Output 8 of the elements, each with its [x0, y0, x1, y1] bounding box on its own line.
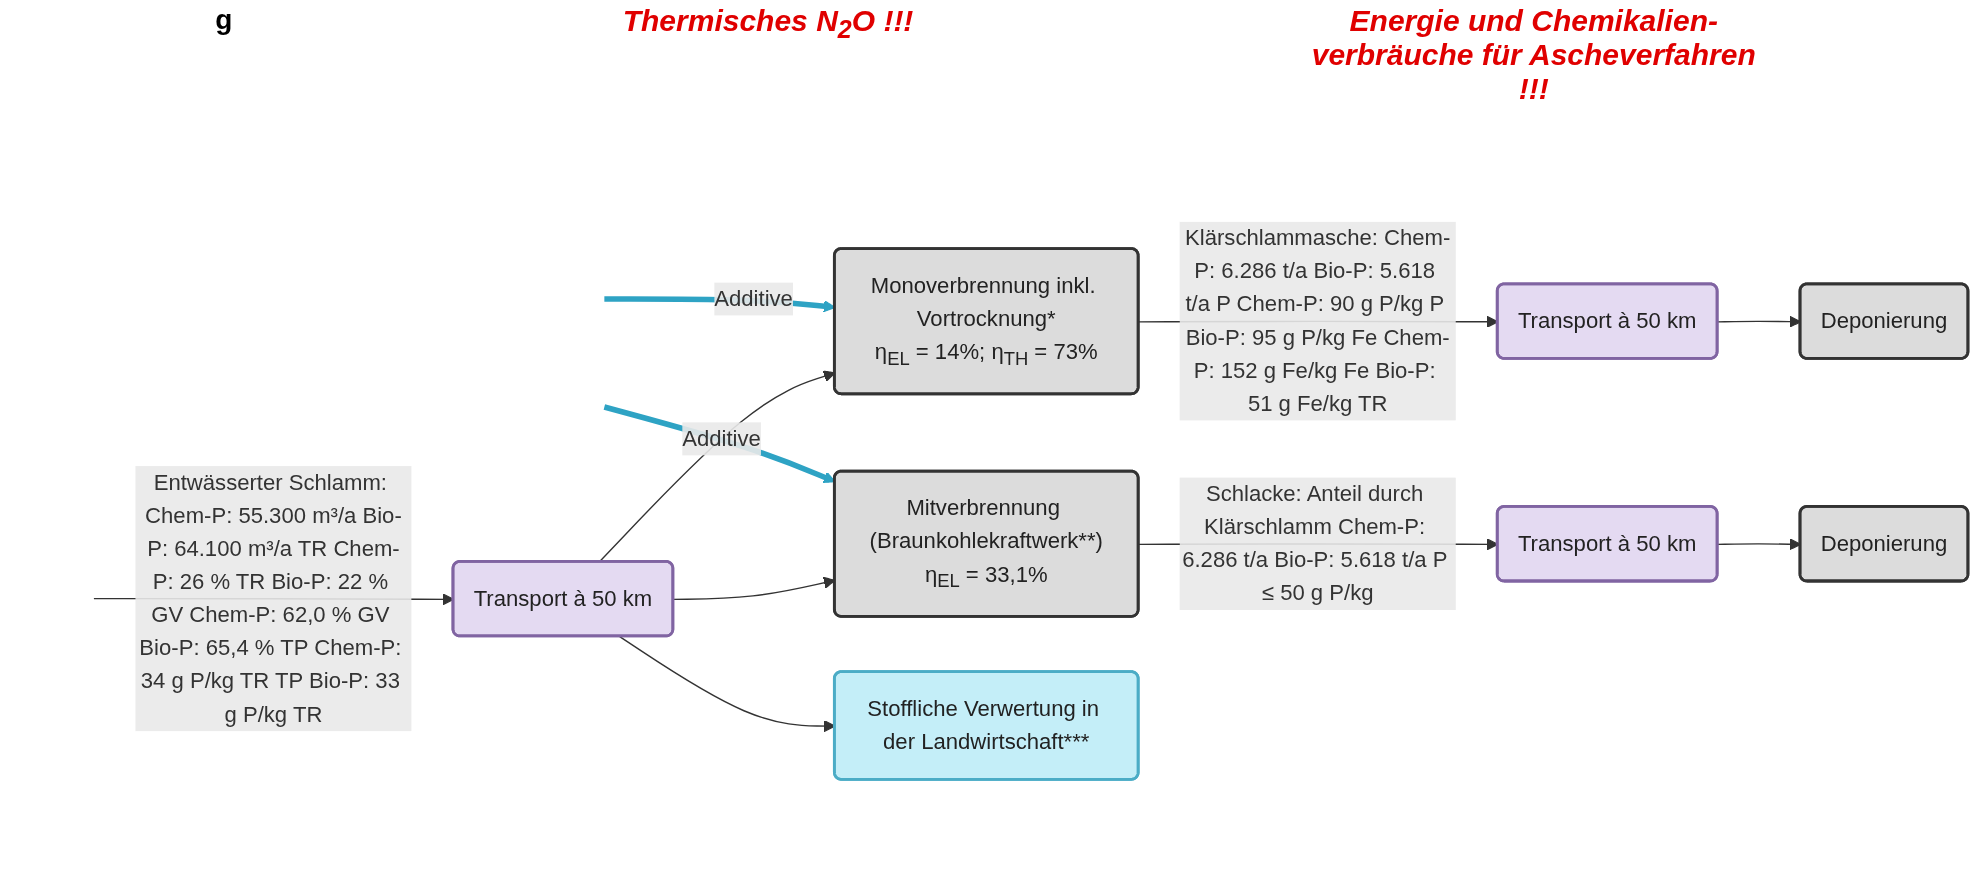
edge-label: Additive [682, 426, 761, 450]
title-fragment: g [215, 4, 233, 36]
edge-label: Additive [714, 286, 793, 311]
annotation-text: Energie und Chemikalien-verbräuche für Ascheverfahren !!! [1310, 4, 1757, 106]
annotation-text: Thermisches N$_{2}$O !!! [622, 4, 914, 44]
edge-label: Entwässerter Schlamm: Chem-P: 55.300 m³/a Bio-P: 64.100 m³/a TR Chem-P: 26 % TR Bio-P: 22 % GV Chem-P: 62,0 % GV Bio-P: 65,4 % TP Chem-P: 34 g P/kg TR TP Bio-P: 33 g P/kg TR [139, 470, 402, 726]
edge-label: Schlacke: Anteil durch Klärschlamm Chem-P: 6.286 t/a Bio-P: 5.618 t/a P ≤ 50 g P/kg [1182, 481, 1448, 605]
edge-label: Klärschlammasche: Chem-P: 6.286 t/a Bio-P: 5.618 t/a P Chem-P: 90 g P/kg P Bio-P: 95 g P/kg Fe Chem-P: 152 g Fe/kg Fe Bio-P: 51 g Fe/kg TR [1185, 225, 1451, 416]
